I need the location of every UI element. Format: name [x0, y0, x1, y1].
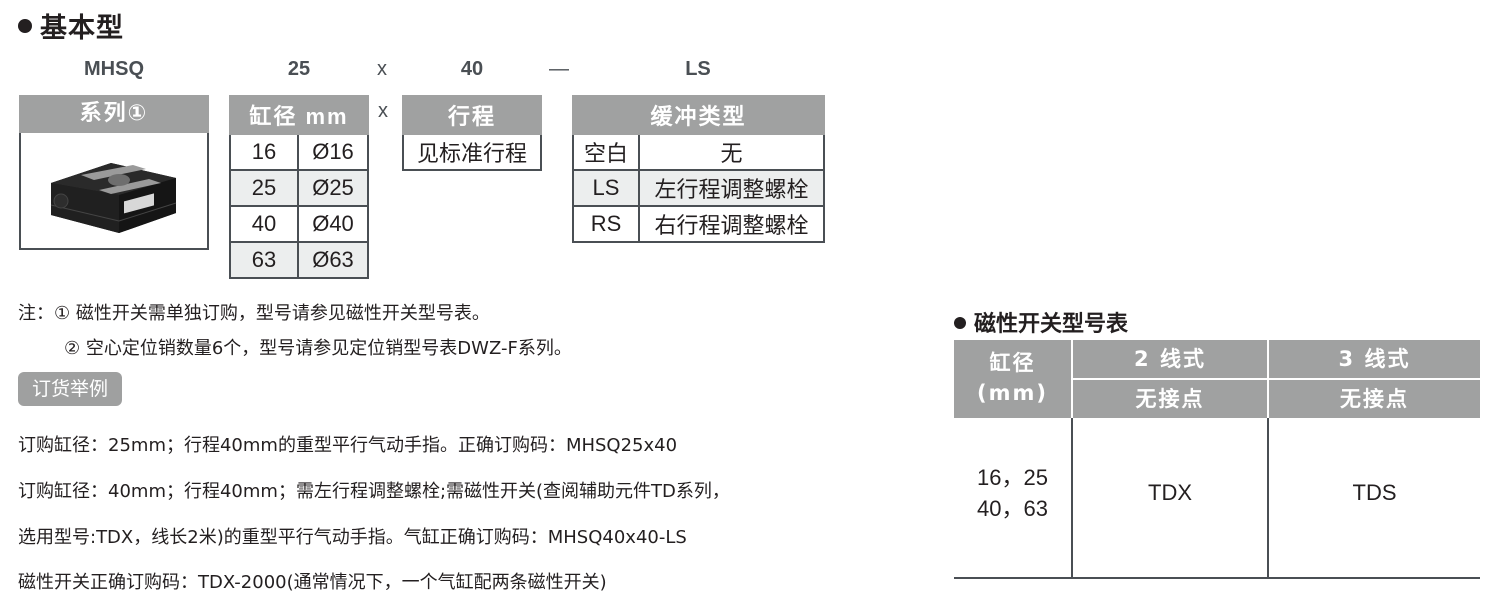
switch-col2-subheader: 无接点 [1073, 380, 1267, 418]
switch-bore-values: 16，25 40，63 [954, 462, 1071, 524]
switch-bore-line2: 40，63 [977, 496, 1048, 521]
section-title: 基本型 [18, 6, 124, 45]
series-header: 系列① [19, 95, 209, 133]
series-image-box [19, 133, 209, 250]
bore-value: Ø25 [297, 169, 369, 207]
code-series: MHSQ [84, 58, 144, 80]
switch-col3-header: 3 线式 [1269, 340, 1480, 378]
switch-col-bore-header: 缸径 (mm) [954, 340, 1071, 418]
note-1: 注：① 磁性开关需单独订购，型号请参见磁性开关型号表。 [18, 303, 490, 324]
cushion-value: 右行程调整螺栓 [638, 205, 825, 243]
switch-col2-header: 2 线式 [1073, 340, 1267, 378]
switch-table-title: 磁性开关型号表 [954, 306, 1128, 338]
gripper-product-image [50, 163, 177, 233]
code-cushion: LS [685, 58, 711, 80]
example-line-1: 订购缸径：25mm；行程40mm的重型平行气动手指。正确订购码：MHSQ25x4… [18, 435, 678, 456]
table-row: 空白无 [572, 133, 825, 171]
bore-value: Ø40 [297, 205, 369, 243]
bullet-icon [954, 317, 966, 329]
cushion-code: LS [572, 169, 640, 207]
bore-value: Ø63 [297, 241, 369, 279]
code-stroke: 40 [460, 58, 484, 80]
switch-col-bore-line2: (mm) [977, 381, 1048, 405]
table-bottom-border [954, 577, 1480, 579]
code-sep-x: x [377, 58, 387, 80]
example-line-2: 订购缸径：40mm；行程40mm；需左行程调整螺栓;需磁性开关(查阅辅助元件TD… [18, 481, 730, 502]
cushion-code: 空白 [572, 133, 640, 171]
cushion-code: RS [572, 205, 640, 243]
cushion-value: 无 [638, 133, 825, 171]
cushion-table-header: 缓冲类型 [572, 95, 825, 135]
bore-code: 25 [229, 169, 299, 207]
multiply-symbol: x [378, 100, 388, 122]
bore-code: 63 [229, 241, 299, 279]
switch-col3-subheader: 无接点 [1269, 380, 1480, 418]
bore-table-header: 缸径 mm [229, 95, 369, 135]
column-divider [1267, 418, 1269, 578]
code-sep-dash: — [549, 58, 569, 80]
column-divider [1071, 418, 1073, 578]
switch-table: 缸径 (mm) 2 线式 无接点 3 线式 无接点 16，25 40，63 TD… [954, 340, 1480, 580]
switch-model-3wire: TDS [1352, 480, 1397, 505]
stroke-table-header: 行程 [402, 95, 542, 135]
code-bore: 25 [287, 58, 311, 80]
switch-bore-line1: 16，25 [977, 465, 1048, 490]
note-2: ② 空心定位销数量6个，型号请参见定位销型号表DWZ-F系列。 [64, 338, 572, 359]
switch-col-bore-line1: 缸径 [989, 351, 1036, 375]
section-title-text: 基本型 [40, 13, 124, 44]
order-example-badge: 订货举例 [18, 372, 122, 406]
stroke-value: 见标准行程 [402, 133, 542, 171]
bore-code: 16 [229, 133, 299, 171]
example-line-3: 选用型号:TDX，线长2米)的重型平行气动手指。气缸正确订购码：MHSQ40x4… [18, 527, 687, 548]
example-line-4: 磁性开关正确订购码：TDX-2000(通常情况下，一个气缸配两条磁性开关) [18, 572, 607, 593]
stroke-table: 行程 见标准行程 [402, 95, 542, 171]
cushion-value: 左行程调整螺栓 [638, 169, 825, 207]
bore-code: 40 [229, 205, 299, 243]
bore-value: Ø16 [297, 133, 369, 171]
switch-table-title-text: 磁性开关型号表 [974, 312, 1129, 337]
switch-model-2wire: TDX [1148, 480, 1192, 505]
bullet-icon [18, 18, 32, 33]
